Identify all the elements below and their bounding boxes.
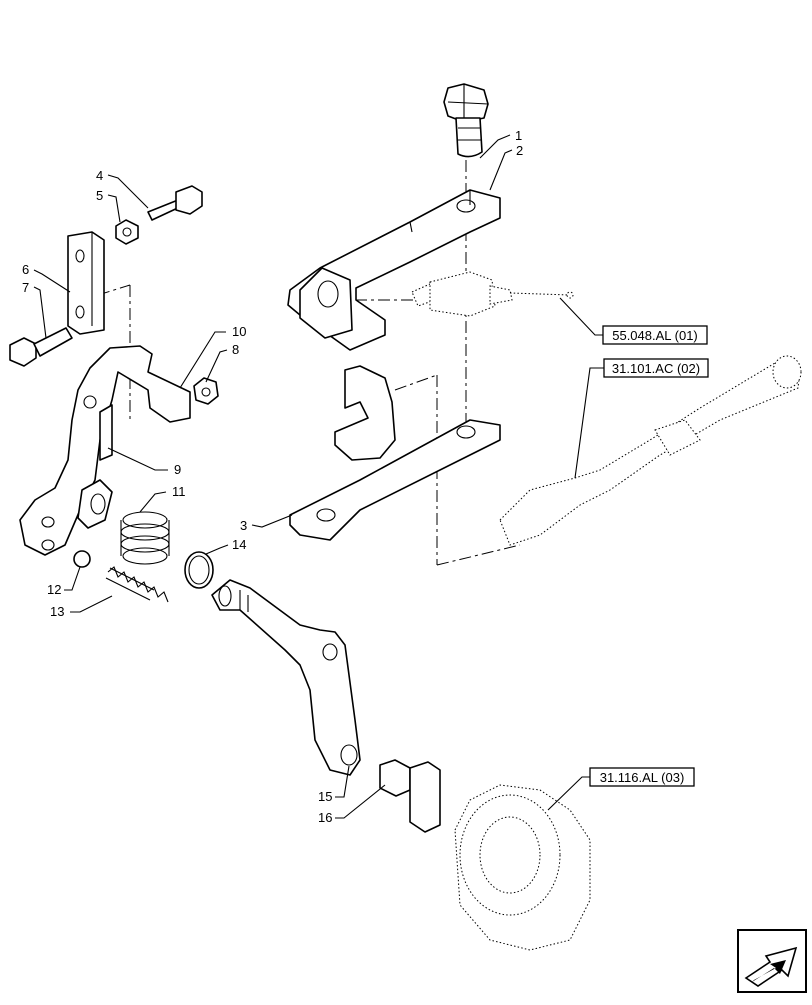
- callout-9: 9: [174, 462, 181, 477]
- callout-14: 14: [232, 537, 246, 552]
- reference-31-101[interactable]: 31.101.AC (02): [603, 358, 709, 378]
- callout-5: 5: [96, 188, 103, 203]
- nut-right: [193, 377, 219, 405]
- callout-16: 16: [318, 810, 332, 825]
- callout-1: 1: [515, 128, 522, 143]
- ghost-sensor: [411, 271, 574, 317]
- callout-7: 7: [22, 280, 29, 295]
- reference-label-2: 31.101.AC (02): [612, 361, 700, 376]
- reference-label-1: 55.048.AL (01): [612, 328, 698, 343]
- callout-3: 3: [240, 518, 247, 533]
- ghost-gear: [454, 784, 591, 951]
- callout-12: 12: [47, 582, 61, 597]
- clamp-plate: [67, 231, 105, 335]
- callout-numbers: 1 2 3 4 5 6 7 8 9 10 11 12 13 14 15 16: [22, 128, 523, 825]
- large-spring: [120, 511, 170, 565]
- callout-6: 6: [22, 262, 29, 277]
- reference-31-116[interactable]: 31.116.AL (03): [589, 767, 695, 787]
- callout-15: 15: [318, 789, 332, 804]
- o-ring: [184, 551, 214, 589]
- reference-55-048[interactable]: 55.048.AL (01): [602, 325, 708, 345]
- small-spring: [105, 566, 169, 603]
- ghost-cable: [499, 355, 802, 546]
- bolt-and-nut-small: [115, 185, 203, 245]
- hex-bolt-top: [443, 83, 489, 158]
- upper-bracket: [287, 189, 501, 351]
- shift-shaft-arm: [211, 579, 361, 776]
- bolt-left: [9, 327, 73, 367]
- callout-4: 4: [96, 168, 103, 183]
- callout-8: 8: [232, 342, 239, 357]
- detent-ball: [73, 550, 91, 568]
- reference-label-3: 31.116.AL (03): [600, 770, 685, 785]
- pivot-lever: [19, 345, 191, 556]
- callout-2: 2: [516, 143, 523, 158]
- callout-11: 11: [172, 484, 186, 499]
- next-page-arrow-icon[interactable]: [737, 929, 807, 993]
- lower-bracket: [289, 365, 501, 541]
- callout-13: 13: [50, 604, 64, 619]
- shift-shoe: [379, 759, 441, 833]
- leader-lines: [33, 134, 604, 819]
- callout-10: 10: [232, 324, 246, 339]
